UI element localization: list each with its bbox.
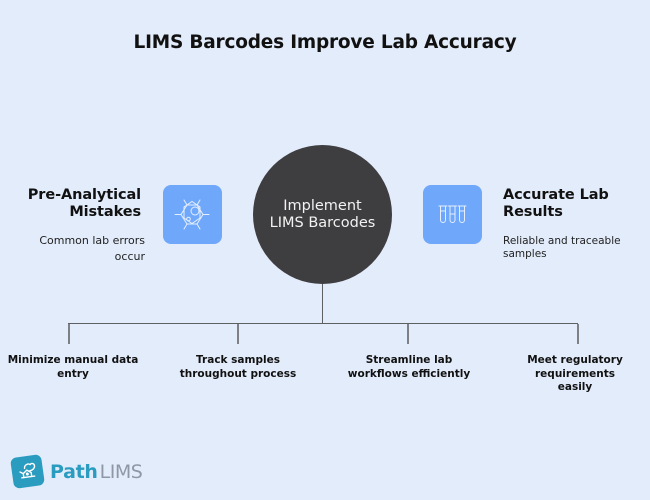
benefit-4-line1: Meet regulatory (527, 354, 623, 366)
benefit-item-4: Meet regulatory requirements easily (520, 354, 630, 395)
logo-text-path: Path (50, 460, 98, 483)
brand-logo: Path LIMS (9, 453, 143, 490)
benefit-item-1: Minimize manual data entry (0, 354, 148, 381)
connector-trunk (322, 284, 324, 324)
left-heading-line1: Pre-Analytical (27, 187, 141, 203)
benefit-2-line1: Track samples (196, 354, 280, 366)
right-description-line2: samples (503, 247, 547, 260)
benefit-4-line2: requirements (535, 367, 615, 380)
connector-bus (68, 323, 578, 325)
left-description-line1: Common lab errors (39, 234, 145, 247)
central-node-line1: Implement (283, 197, 362, 214)
benefit-item-2: Track samples throughout process (172, 354, 304, 381)
connector-branch-2 (237, 324, 239, 344)
left-description-line2: occur (114, 250, 145, 263)
central-node: Implement LIMS Barcodes (253, 145, 392, 284)
left-description: Common lab errors occur (5, 233, 145, 265)
left-icon-box (163, 185, 222, 244)
benefit-item-3: Streamline lab workflows efficiently (343, 354, 475, 381)
connector-branch-4 (577, 324, 579, 344)
molecule-icon (174, 199, 210, 230)
left-heading-line2: Mistakes (69, 204, 141, 220)
benefit-3-line1: Streamline lab (365, 354, 453, 366)
right-icon-box (423, 185, 482, 244)
right-description: Reliable and traceable samples (503, 235, 650, 260)
benefit-4-line3: easily (557, 381, 593, 393)
benefit-3-line2: workflows efficiently (347, 367, 471, 380)
page-title: LIMS Barcodes Improve Lab Accuracy (133, 32, 517, 53)
right-heading-line2: Results (503, 204, 563, 220)
left-heading: Pre-Analytical Mistakes (28, 187, 141, 221)
benefit-1-line1: Minimize manual data (7, 354, 139, 366)
connector-branch-3 (407, 324, 409, 344)
logo-text-lims: LIMS (99, 460, 143, 483)
benefit-2-line2: throughout process (179, 367, 297, 380)
right-description-line1: Reliable and traceable (503, 235, 621, 247)
logo-mark-icon (9, 453, 46, 490)
right-heading: Accurate Lab Results (503, 187, 609, 221)
right-heading-line1: Accurate Lab (503, 187, 609, 203)
connector-branch-1 (68, 324, 70, 344)
central-node-line2: LIMS Barcodes (269, 214, 376, 231)
benefit-1-line2: entry (57, 367, 89, 380)
test-tubes-icon (438, 205, 467, 223)
